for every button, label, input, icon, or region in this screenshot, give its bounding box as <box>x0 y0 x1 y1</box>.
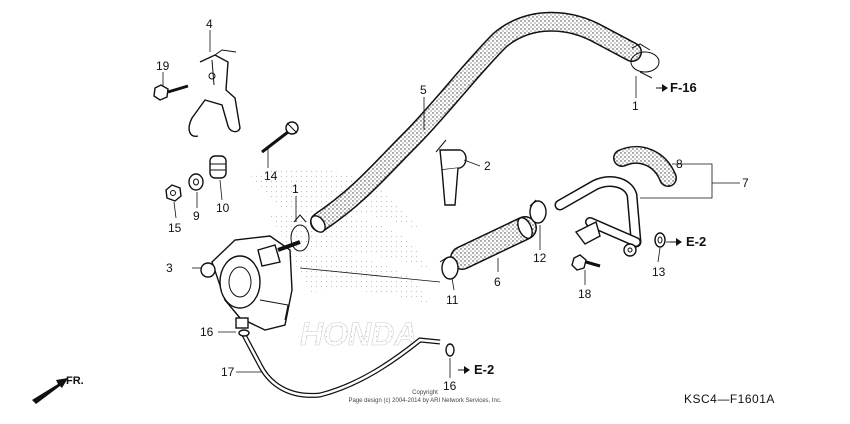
callout-14: 14 <box>264 169 278 183</box>
part-13-washer <box>654 232 666 248</box>
callout-15: 15 <box>168 221 182 235</box>
callout-13: 13 <box>652 265 666 279</box>
callout-18: 18 <box>578 287 592 301</box>
part-4-bracket <box>188 49 241 137</box>
callout-11: 11 <box>446 293 459 307</box>
part-18-bolt <box>571 254 601 271</box>
callout-2: 2 <box>484 159 491 173</box>
part-10-grommet <box>209 155 227 179</box>
part-16-clip-right <box>445 343 455 357</box>
part-11-clip <box>439 256 459 280</box>
leader-lines <box>162 30 740 378</box>
part-15-nut <box>165 184 182 202</box>
callout-9: 9 <box>193 209 200 223</box>
copyright-line-2: Page design (c) 2004-2014 by ARI Network… <box>348 398 501 404</box>
part-1-hose-clip-top <box>630 43 660 79</box>
part-17-tube <box>241 333 441 398</box>
callout-17: 17 <box>221 365 235 379</box>
callout-10: 10 <box>216 201 230 215</box>
part-16-clip-left <box>238 329 250 337</box>
honda-watermark-text: HONDA <box>300 316 417 352</box>
diagram-code: KSC4—F1601A <box>684 392 775 406</box>
part-2-clip <box>435 139 467 206</box>
honda-wing-watermark: HONDA <box>250 167 430 352</box>
fr-label: FR. <box>66 375 84 387</box>
part-9-washer <box>188 173 204 191</box>
callout-16-left: 16 <box>200 325 214 339</box>
callout-8: 8 <box>676 157 683 171</box>
callout-12: 12 <box>533 251 547 265</box>
part-5-hose <box>310 11 642 233</box>
callout-3: 3 <box>166 261 173 275</box>
callout-19: 19 <box>156 59 170 73</box>
callout-1-lower: 1 <box>292 182 299 196</box>
callout-4: 4 <box>206 17 213 31</box>
fr-direction-arrow: FR. <box>32 375 84 404</box>
ref-arrows <box>458 84 682 374</box>
part-14-screw <box>261 121 299 154</box>
ref-e-2-right: E-2 <box>686 234 706 249</box>
part-8-small-hose <box>613 145 677 187</box>
part-7-pipe-assembly <box>554 176 642 257</box>
ref-f-16: F-16 <box>670 80 697 95</box>
part-12-clip <box>529 199 547 224</box>
ref-e-2-bottom: E-2 <box>474 362 494 377</box>
callout-7: 7 <box>742 176 749 190</box>
part-6-short-hose <box>450 216 537 270</box>
part-19-bolt <box>153 84 189 101</box>
part-3-valve-body <box>200 235 301 331</box>
callout-1-top: 1 <box>632 99 639 113</box>
copyright-line-1: Copyright <box>412 390 438 396</box>
callout-6: 6 <box>494 275 501 289</box>
callout-16-right: 16 <box>443 379 457 393</box>
callout-5: 5 <box>420 83 427 97</box>
